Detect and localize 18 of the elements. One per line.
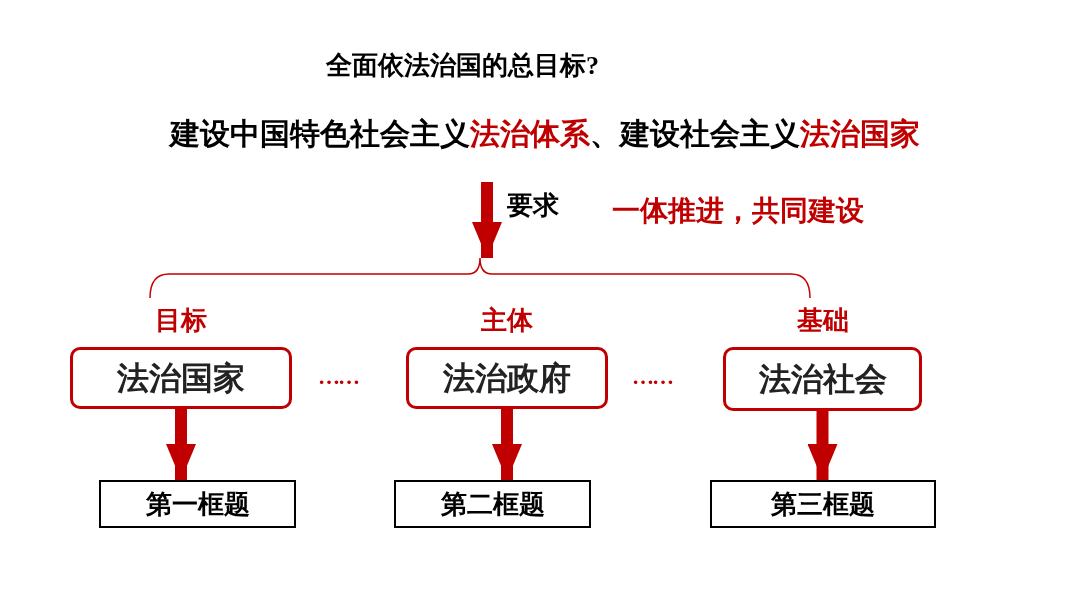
topic-box: 第一框题 <box>99 480 296 528</box>
ellipsis-text: …… <box>318 363 358 391</box>
ellipsis-text: …… <box>632 363 672 391</box>
topic-box: 第二框题 <box>394 480 591 528</box>
node-heading: 基础 <box>796 305 849 337</box>
arrow <box>807 411 838 480</box>
arrow <box>166 409 196 480</box>
node-heading: 主体 <box>481 305 533 337</box>
arrow <box>492 409 522 480</box>
slogan-text: 一体推进，共同建设 <box>612 194 864 228</box>
topic-box: 第三框题 <box>710 480 936 528</box>
concept-box: 法治国家 <box>70 347 292 409</box>
concept-box: 法治政府 <box>406 347 608 409</box>
node-heading: 目标 <box>155 305 207 337</box>
goal-statement: 建设中国特色社会主义法治体系、建设社会主义法治国家 <box>130 110 960 156</box>
arrow <box>472 182 502 258</box>
title: 全面依法治国的总目标? <box>326 50 599 82</box>
concept-box: 法治社会 <box>723 347 922 411</box>
